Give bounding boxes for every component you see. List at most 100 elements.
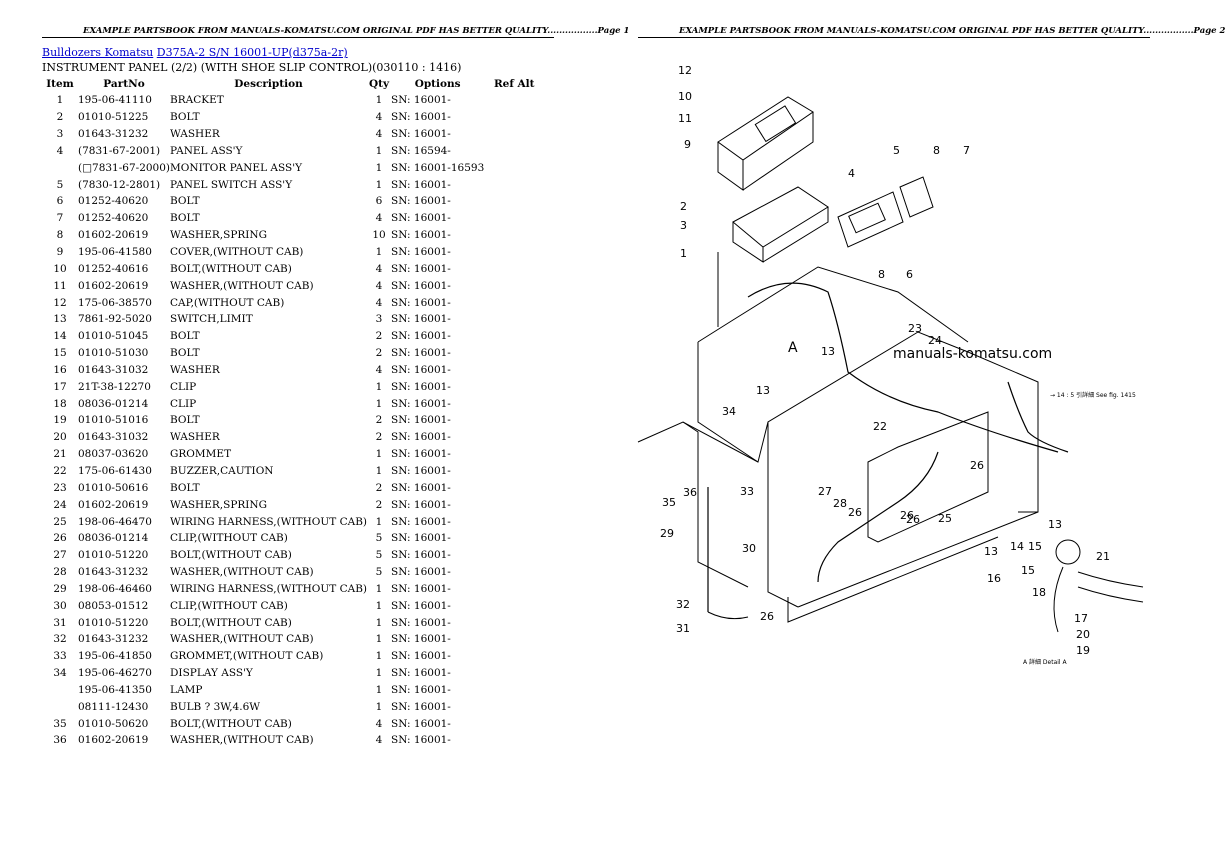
- cell-options: SN: 16001-: [391, 262, 451, 275]
- cell-partno: 08037-03620: [78, 448, 149, 461]
- cell-options: SN: 16001-: [391, 717, 451, 730]
- callout-label: 3: [680, 219, 687, 232]
- callout-label: 8: [878, 268, 885, 281]
- cell-qty: 2: [375, 414, 383, 427]
- cell-options: SN: 16001-: [391, 734, 451, 747]
- cell-options: SN: 16001-: [391, 212, 451, 225]
- cell-qty: 4: [375, 262, 383, 275]
- cell-options: SN: 16001-: [391, 111, 451, 124]
- cell-description: WIRING HARNESS,(WITHOUT CAB): [170, 515, 368, 528]
- callout-label: 36: [683, 486, 697, 499]
- cell-description: WIRING HARNESS,(WITHOUT CAB): [170, 582, 368, 595]
- cell-options: SN: 16001-: [391, 414, 451, 427]
- cell-description: BOLT,(WITHOUT CAB): [170, 549, 292, 562]
- callout-label: 15: [1021, 564, 1035, 577]
- callout-label: 26: [900, 509, 914, 522]
- col-header-partno: PartNo: [103, 77, 145, 90]
- cell-options: SN: 16001-: [391, 549, 451, 562]
- header-right: EXAMPLE PARTSBOOK FROM MANUALS-KOMATSU.C…: [679, 26, 1225, 36]
- cell-description: COVER,(WITHOUT CAB): [170, 246, 304, 259]
- cell-qty: 1: [375, 667, 383, 680]
- cell-partno: 01643-31032: [78, 363, 149, 376]
- cell-options: SN: 16001-: [391, 700, 451, 713]
- breadcrumb: Bulldozers Komatsu D375A-2 S/N 16001-UP(…: [42, 46, 348, 59]
- cell-item: 30: [53, 599, 67, 612]
- callout-label: 26: [970, 459, 984, 472]
- cell-description: BUZZER,CAUTION: [170, 464, 274, 477]
- callout-label: 8: [933, 144, 940, 157]
- diagram-watermark: manuals-komatsu.com: [893, 346, 1052, 362]
- cell-refalt: [484, 260, 544, 277]
- cell-partno: 01010-51220: [78, 549, 149, 562]
- callout-label: 26: [760, 610, 774, 623]
- cell-item: 2: [56, 111, 64, 124]
- cell-description: CLIP: [170, 380, 197, 393]
- cell-description: WASHER: [170, 431, 220, 444]
- cell-partno: 21T-38-12270: [78, 380, 151, 393]
- callout-label: 7: [963, 144, 970, 157]
- cell-refalt: [484, 665, 544, 682]
- callout-label: 34: [722, 405, 736, 418]
- cell-partno: 01252-40620: [78, 212, 149, 225]
- view-a-label: A: [788, 340, 798, 356]
- cell-options: SN: 16001-: [391, 330, 451, 343]
- cell-partno: 01010-51225: [78, 111, 149, 124]
- callout-label: 32: [676, 598, 690, 611]
- cell-options: SN: 16001-: [391, 566, 451, 579]
- cell-qty: 1: [375, 633, 383, 646]
- cell-item: 10: [53, 262, 67, 275]
- cell-item: 28: [53, 566, 67, 579]
- cell-description: WASHER,(WITHOUT CAB): [170, 734, 314, 747]
- cell-item: 3: [56, 128, 64, 141]
- cell-description: CLIP,(WITHOUT CAB): [170, 532, 288, 545]
- callout-label: 12: [678, 64, 692, 77]
- cell-partno: 195-06-41350: [78, 683, 152, 696]
- cell-partno: (□7831-67-2000): [78, 161, 171, 174]
- cell-refalt: [484, 244, 544, 261]
- cell-item: 17: [53, 380, 67, 393]
- callout-label: 27: [818, 485, 832, 498]
- cell-qty: 4: [375, 279, 383, 292]
- cell-refalt: [484, 648, 544, 665]
- cell-item: 1: [56, 94, 64, 107]
- cell-refalt: [484, 698, 544, 715]
- cell-qty: 1: [375, 178, 383, 191]
- cell-refalt: [484, 378, 544, 395]
- cell-partno: 08036-01214: [78, 532, 149, 545]
- cell-partno: 01010-51016: [78, 414, 149, 427]
- cell-partno: 01602-20619: [78, 498, 149, 511]
- callout-label: 26: [906, 513, 920, 526]
- cell-description: WASHER: [170, 128, 220, 141]
- cell-options: SN: 16001-: [391, 464, 451, 477]
- callout-label: 11: [678, 112, 692, 125]
- cell-qty: 1: [375, 650, 383, 663]
- col-header-options: Options: [414, 77, 461, 90]
- cell-partno: 01252-40616: [78, 262, 149, 275]
- cell-options: SN: 16001-: [391, 195, 451, 208]
- cell-description: DISPLAY ASS'Y: [170, 667, 253, 680]
- callout-label: 16: [987, 572, 1001, 585]
- col-header-item: Item: [46, 77, 74, 90]
- callout-label: 6: [906, 268, 913, 281]
- cell-options: SN: 16001-: [391, 279, 451, 292]
- cell-item: 22: [53, 464, 67, 477]
- breadcrumb-link-model[interactable]: D375A-2 S/N 16001-UP(d375a-2r): [156, 46, 348, 59]
- breadcrumb-link-category[interactable]: Bulldozers Komatsu: [42, 46, 154, 59]
- cell-description: LAMP: [170, 683, 203, 696]
- cell-qty: 1: [375, 464, 383, 477]
- callout-label: 5: [893, 144, 900, 157]
- cell-partno: 198-06-46460: [78, 582, 152, 595]
